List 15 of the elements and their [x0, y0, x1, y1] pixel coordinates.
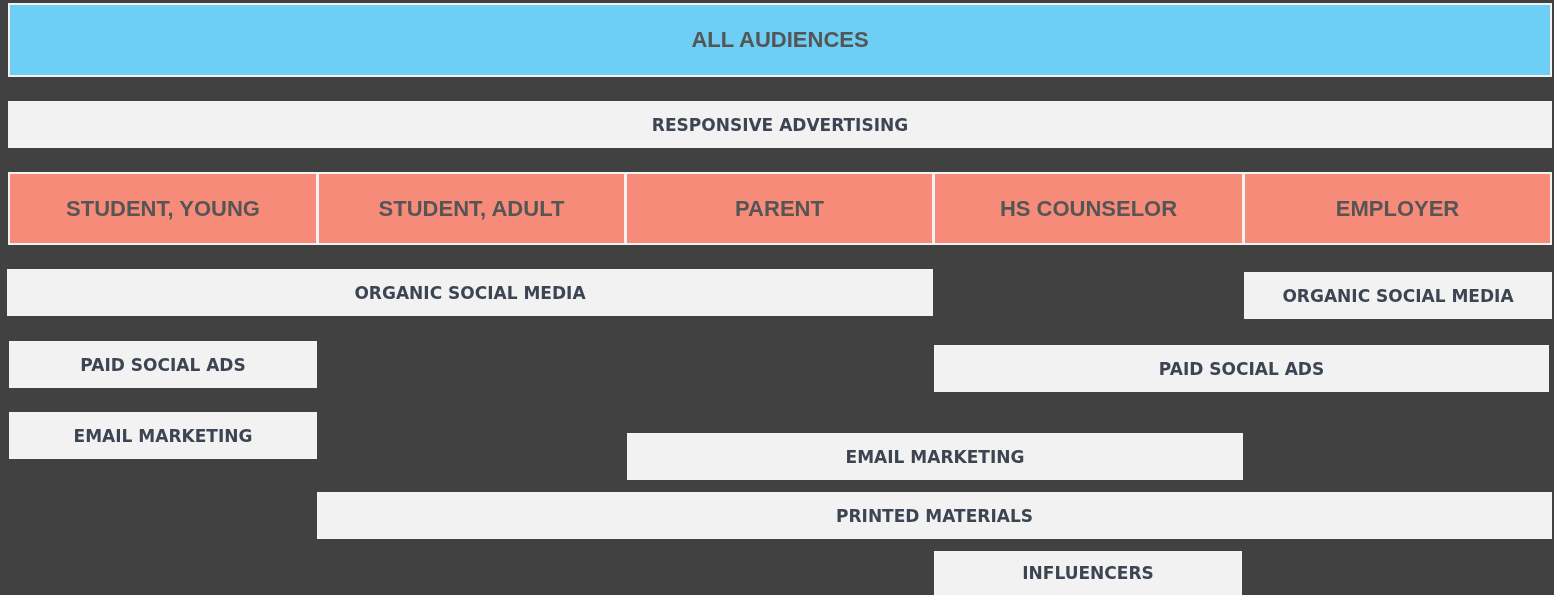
channel-bar: PAID SOCIAL ADS: [934, 345, 1549, 392]
audience-cell: PARENT: [625, 172, 934, 245]
channel-bar: INFLUENCERS: [934, 551, 1242, 595]
audience-cell: STUDENT, YOUNG: [8, 172, 318, 245]
audience-cell: STUDENT, ADULT: [317, 172, 626, 245]
audience-header-bar: ALL AUDIENCES: [8, 3, 1552, 77]
channel-bar: PAID SOCIAL ADS: [9, 341, 317, 388]
channel-bar: EMAIL MARKETING: [9, 412, 317, 459]
channel-bar: ORGANIC SOCIAL MEDIA: [1244, 272, 1552, 319]
audience-cell: EMPLOYER: [1243, 172, 1552, 245]
channel-bar: ORGANIC SOCIAL MEDIA: [7, 269, 933, 316]
channel-bar: PRINTED MATERIALS: [317, 492, 1552, 539]
audience-cell: HS COUNSELOR: [933, 172, 1244, 245]
channel-bar: EMAIL MARKETING: [627, 433, 1243, 480]
channel-bar: RESPONSIVE ADVERTISING: [8, 101, 1552, 148]
